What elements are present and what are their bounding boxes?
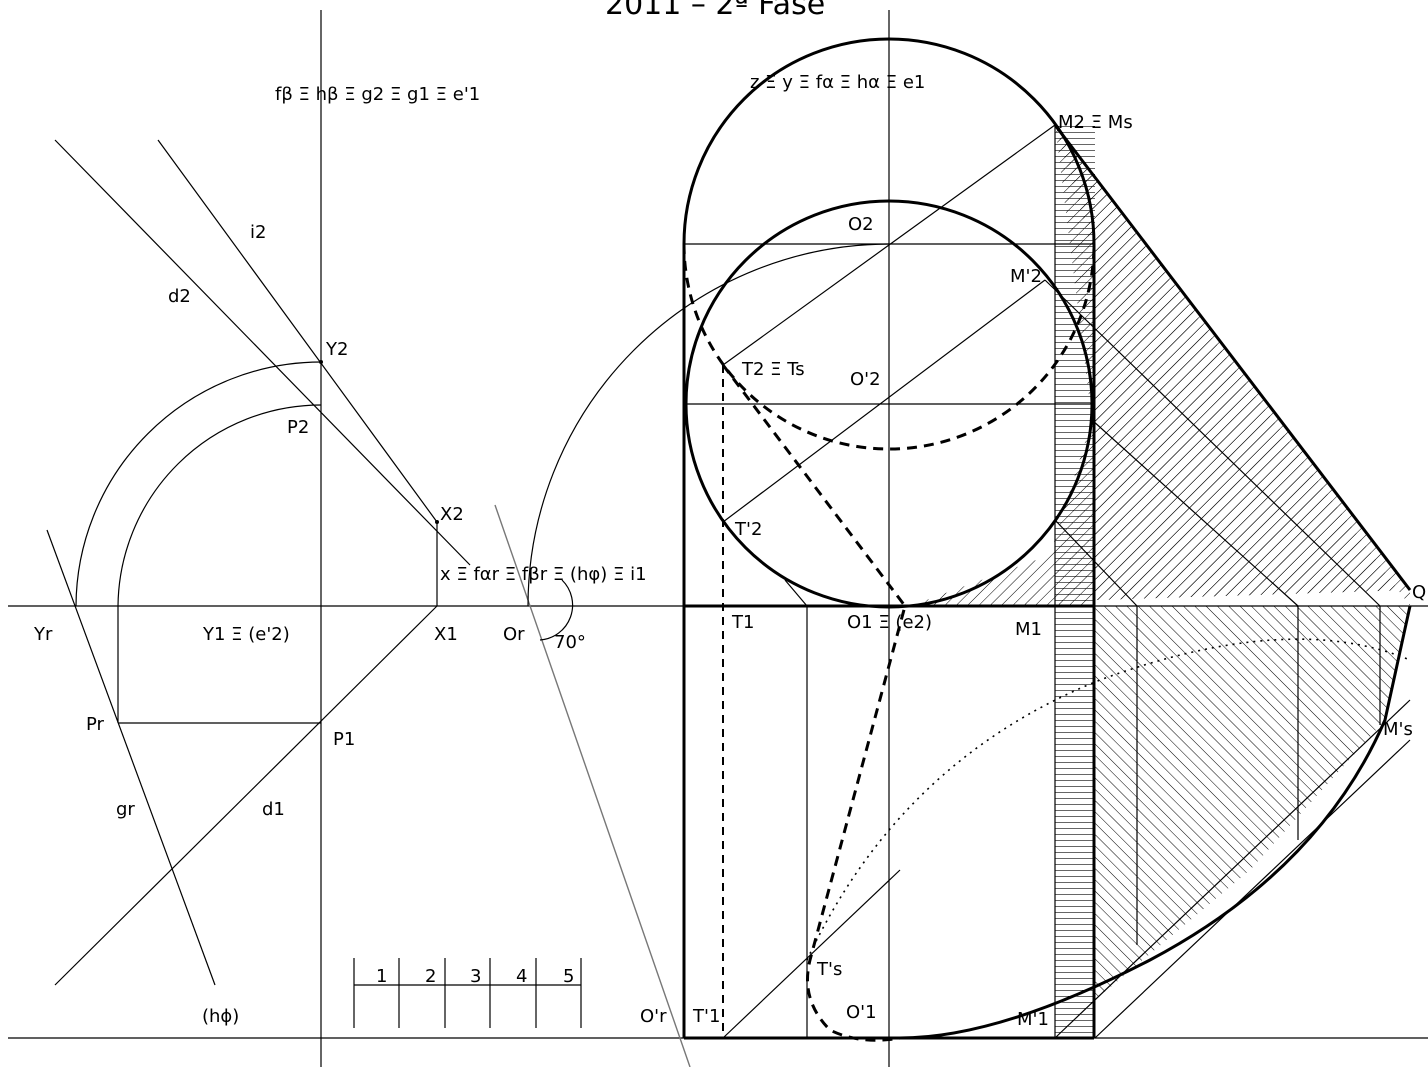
scale-label: 3 — [470, 966, 481, 987]
diag-t2-m2 — [722, 124, 1056, 366]
tangent-short — [784, 579, 808, 607]
label-pr: Pr — [86, 714, 105, 735]
dashed-lower-semicircle — [682, 243, 1096, 451]
upper-semicircle — [682, 37, 1096, 245]
angle-arc-70 — [539, 579, 574, 641]
label-y2: Y2 — [325, 339, 348, 360]
label-y1: Y1 Ξ (e'2) — [202, 624, 290, 645]
label-z-axis: z Ξ y Ξ fα Ξ hα Ξ e1 — [750, 72, 925, 93]
label-gr: gr — [116, 799, 135, 820]
label-trace-axis: x Ξ fαr Ξ fβr Ξ (hφ) Ξ i1 — [440, 564, 647, 585]
line-gr — [46, 529, 216, 986]
arc-or-big — [527, 243, 890, 607]
label-m1p: M'1 — [1017, 1009, 1049, 1030]
scale-label: 2 — [425, 966, 436, 987]
label-o1p: O'1 — [846, 1002, 877, 1023]
line-d1 — [54, 605, 438, 986]
shadow-line-2 — [1091, 419, 1299, 607]
label-x1: X1 — [434, 624, 458, 645]
scale-label: 4 — [516, 966, 527, 987]
label-angle: 70° — [554, 632, 586, 653]
diag-t2p-m2p — [722, 279, 1046, 523]
label-x2: X2 — [440, 504, 464, 525]
diag-lower-m2 — [1094, 739, 1411, 1039]
scale-bar: 1 2 3 4 5 — [353, 958, 582, 1028]
label-i2: i2 — [250, 222, 266, 243]
label-yr: Yr — [33, 624, 53, 645]
label-orp: O'r — [640, 1006, 667, 1027]
label-msp: M's — [1383, 719, 1413, 740]
label-hphi: (hϕ) — [202, 1006, 239, 1027]
arc-y2-yr — [75, 361, 322, 607]
label-p2: P2 — [287, 417, 309, 438]
shadow-outline-lower — [899, 605, 1412, 1040]
label-o2: O2 — [848, 214, 874, 235]
point-x2 — [435, 520, 439, 524]
label-t2p: T'2 — [734, 519, 762, 540]
lower-shadow-hatch — [1095, 606, 1410, 1000]
shadow-line-1 — [1044, 279, 1381, 607]
scale-label: 1 — [376, 966, 387, 987]
lower-strip-hatch — [1055, 606, 1095, 1038]
label-or: Or — [503, 624, 525, 645]
shadow-line-3 — [1054, 519, 1138, 607]
label-d2: d2 — [168, 286, 191, 307]
dashed-shadow-curve — [721, 364, 907, 1042]
label-m2: M2 Ξ Ms — [1058, 112, 1133, 133]
line-i2 — [157, 139, 438, 523]
diag-lower-t — [722, 869, 901, 1039]
label-t2: T2 Ξ Ts — [741, 359, 805, 380]
label-t1: T1 — [731, 612, 754, 633]
label-q: Q — [1412, 582, 1426, 603]
line-d2 — [54, 139, 471, 566]
label-o2p: O'2 — [850, 369, 881, 390]
label-m1: M1 — [1015, 619, 1042, 640]
point-y2 — [319, 360, 323, 364]
shadow-outline-upper — [1053, 124, 1412, 591]
label-tsp: T's — [816, 959, 842, 980]
upper-shadow-hatch-2 — [910, 125, 1410, 606]
label-trace-top: fβ Ξ hβ Ξ g2 Ξ g1 Ξ e'1 — [275, 84, 480, 105]
arc-p2-pr — [117, 404, 322, 607]
label-o1: O1 Ξ (e2) — [847, 612, 932, 633]
label-p1: P1 — [333, 729, 355, 750]
label-t1p: T'1 — [692, 1006, 720, 1027]
label-m2p: M'2 — [1010, 266, 1042, 287]
scale-label: 5 — [563, 966, 574, 987]
label-d1: d1 — [262, 799, 285, 820]
page-title: 2011 – 2ª Fase — [605, 0, 825, 22]
diag-lower-m — [1054, 699, 1411, 1039]
